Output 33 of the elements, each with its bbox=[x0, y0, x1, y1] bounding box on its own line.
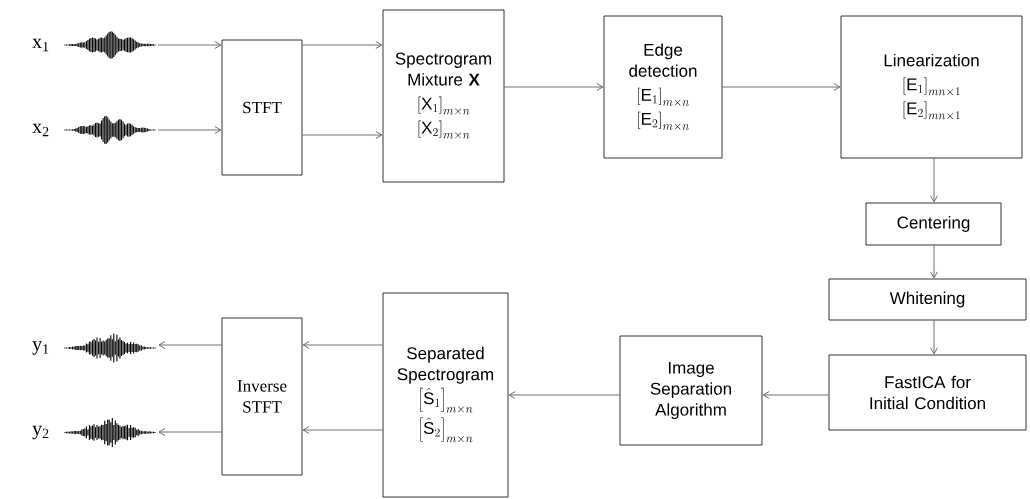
arrow bbox=[158, 341, 222, 349]
arrow bbox=[930, 320, 938, 355]
waveform-drawing bbox=[64, 417, 156, 448]
arrow bbox=[722, 83, 841, 91]
arrow bbox=[504, 83, 604, 91]
process-box: Spectrogram Mixture X $\left[\mathrm{X}_{1}\right]_{m\times n}$ $\left[\mathrm{X}_{2}\right]_{m\times n}$ bbox=[382, 9, 505, 183]
waveform-drawing bbox=[64, 333, 156, 363]
process-box: Image Separation Algorithm bbox=[619, 335, 763, 446]
arrow bbox=[508, 391, 620, 399]
arrow bbox=[302, 341, 383, 349]
signal-label: x$_{1}$ bbox=[32, 38, 49, 52]
signal-label: y$_{1}$ bbox=[32, 341, 49, 355]
process-box: Inverse STFT bbox=[221, 317, 303, 476]
arrow bbox=[302, 131, 383, 139]
arrow bbox=[157, 41, 222, 49]
signal-label: x$_{2}$ bbox=[32, 123, 49, 137]
arrow bbox=[930, 158, 938, 203]
arrow bbox=[302, 41, 383, 49]
arrow bbox=[930, 245, 938, 279]
process-box: Separated Spectrogram $\left[\hat{\mathrm{S}}_{1}\right]_{m\times n}$ $\left[\hat{\mathrm{S}}_{2}\right]_{m\times n}$ bbox=[382, 292, 509, 498]
process-box: Whitening bbox=[828, 278, 1027, 321]
process-box: Edge detection $\left[\mathrm{E}_{1}\right]_{m\times n}$ $\left[\mathrm{E}_{2}\right]_{m\times n}$ bbox=[603, 15, 723, 159]
process-box: FastICA for Initial Condition bbox=[828, 354, 1027, 431]
arrow bbox=[302, 426, 383, 434]
arrow bbox=[157, 126, 222, 134]
process-box: STFT bbox=[221, 39, 303, 176]
waveform-drawing bbox=[64, 115, 156, 145]
process-box: Linearization $\left[\mathrm{E}_{1}\right]_{mn\times 1}$ $\left[\mathrm{E}_{2}\right]_{mn\times 1}$ bbox=[840, 15, 1023, 159]
arrow bbox=[158, 428, 222, 436]
waveform-drawing bbox=[64, 30, 156, 60]
process-box: Centering bbox=[865, 202, 1002, 246]
signal-label: y$_{2}$ bbox=[32, 425, 49, 440]
arrow bbox=[762, 391, 829, 399]
